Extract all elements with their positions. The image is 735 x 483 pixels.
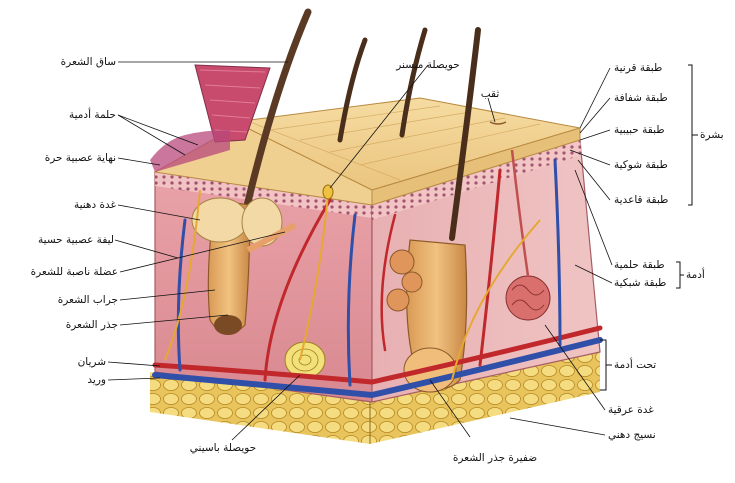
label-hypodermis: تحت أدمة (614, 359, 674, 371)
label-stratum-granulosum: طبقة حبيبية (614, 124, 686, 136)
label-pore: ثقب (470, 88, 510, 100)
label-hair-follicle: جراب الشعرة (20, 294, 118, 306)
label-sensory-nerve-fiber: ليفة عصبية حسية (14, 234, 114, 246)
label-epidermis: بشرة (700, 129, 734, 141)
label-dermis: أدمة (686, 269, 726, 281)
label-sebaceous-gland: غدة دهنية (20, 199, 116, 211)
label-arrector-pili: عضلة ناصبة للشعرة (14, 266, 118, 278)
label-hair-root: جذر الشعرة (20, 319, 118, 331)
label-hair-root-plexus: ضفيرة جذر الشعرة (440, 452, 550, 464)
label-meissner: حويصلة ميسنر (378, 59, 478, 71)
label-stratum-corneum: طبقة قرنية (614, 62, 686, 74)
label-stratum-spinosum: طبقة شوكية (614, 159, 686, 171)
label-stratum-basale: طبقة قاعدية (614, 194, 686, 206)
label-sweat-gland: غدة عرقية (608, 404, 688, 416)
label-reticular-layer: طبقة شبكية (614, 277, 676, 289)
label-vein: وريد (20, 374, 106, 386)
label-dermal-papilla: حلمة أدمية (20, 109, 116, 121)
label-papillary-layer: طبقة حلمية (614, 259, 676, 271)
meissner-corpuscle (323, 185, 333, 199)
label-free-nerve-ending: نهاية عصبية حرة (20, 152, 116, 164)
label-hair-shaft: ساق الشعرة (20, 56, 116, 68)
label-pacinian: حويصلة باسيني (168, 442, 278, 454)
label-stratum-lucidum: طبقة شفافة (614, 92, 686, 104)
label-adipose: نسيج دهني (608, 429, 688, 441)
label-artery: شريان (20, 356, 106, 368)
group-brackets (600, 65, 698, 390)
